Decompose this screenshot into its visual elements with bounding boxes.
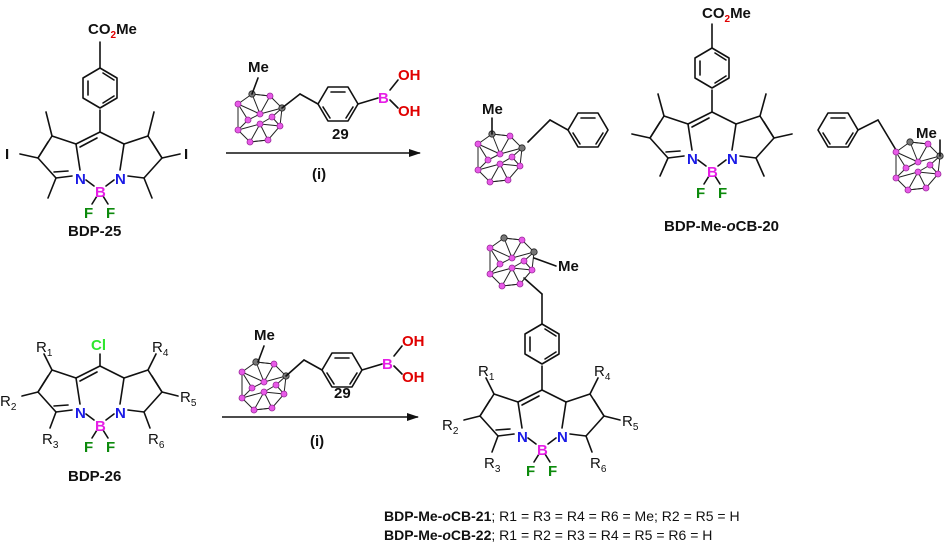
nitrogen-right-label: N: [115, 171, 126, 188]
nitrogen-right-label: N: [557, 429, 568, 446]
reagent-29-structure-top: Me B OH OH: [234, 59, 421, 146]
bdp-26-label: BDP-26: [68, 468, 121, 485]
methyl-label: Me: [248, 59, 269, 76]
nitrogen-right-label: N: [115, 405, 126, 422]
iodine-right-label: I: [184, 146, 188, 163]
r5-label: R5: [622, 413, 639, 433]
r6-label: R6: [590, 455, 607, 475]
product-21-22-structure: N N B F F R1 R2 R3 R4 R5 R6: [442, 277, 639, 480]
fluorine-right-label: F: [548, 463, 557, 480]
boronic-boron-label: B: [382, 356, 393, 373]
hydroxyl-label-1: OH: [402, 333, 425, 350]
fluorine-right-label: F: [106, 205, 115, 222]
hydroxyl-label-2: OH: [398, 103, 421, 120]
bdp-25-label: BDP-25: [68, 223, 121, 240]
chlorine-label: Cl: [91, 337, 106, 354]
condition-label-2: (i): [310, 433, 324, 450]
iodine-left-label: I: [5, 146, 9, 163]
boron-label: B: [537, 442, 548, 459]
footer-line-1: BDP-Me-oCB-21; R1 = R3 = R4 = R6 = Me; R…: [384, 508, 740, 524]
reagent-29-label-top: 29: [332, 126, 349, 143]
nitrogen-left-label: N: [75, 171, 86, 188]
boron-label: B: [95, 184, 106, 201]
boronic-boron-label: B: [378, 90, 389, 107]
r3-label: R3: [42, 431, 59, 451]
bdp-26-structure: Cl N N B F F R1 R2 R3 R4 R5 R6: [0, 337, 197, 456]
r6-label: R6: [148, 431, 165, 451]
r2-label: R2: [0, 393, 17, 413]
methyl-label: Me: [254, 327, 275, 344]
r2-label: R2: [442, 417, 459, 437]
hydroxyl-label-1: OH: [398, 67, 421, 84]
boron-label: B: [707, 164, 718, 181]
fluorine-left-label: F: [696, 185, 705, 202]
bdp-25-structure: I I N N B F F CO2Me: [5, 21, 188, 222]
fluorine-left-label: F: [84, 205, 93, 222]
nitrogen-left-label: N: [517, 429, 528, 446]
ester-label: CO2Me: [702, 5, 751, 25]
fluorine-left-label: F: [84, 439, 93, 456]
nitrogen-left-label: N: [687, 151, 698, 168]
fluorine-right-label: F: [718, 185, 727, 202]
r4-label: R4: [152, 339, 169, 359]
r1-label: R1: [36, 339, 53, 359]
r5-label: R5: [180, 389, 197, 409]
fluorine-left-label: F: [526, 463, 535, 480]
reagent-29-label-bottom: 29: [334, 385, 351, 402]
fluorine-right-label: F: [106, 439, 115, 456]
r3-label: R3: [484, 455, 501, 475]
ester-label: CO2Me: [88, 21, 137, 41]
hydroxyl-label-2: OH: [402, 369, 425, 386]
r1-label: R1: [478, 363, 495, 383]
methyl-label-product: Me: [558, 258, 579, 275]
methyl-label-left: Me: [482, 101, 503, 118]
r4-label: R4: [594, 363, 611, 383]
footer-line-2: BDP-Me-oCB-22; R1 = R2 = R3 = R4 = R5 = …: [384, 527, 712, 543]
boron-label: B: [95, 418, 106, 435]
product-20-structure: CO2Me N N B F F: [631, 5, 793, 202]
reagent-29-structure-bottom: Me B OH OH: [238, 327, 425, 414]
methyl-label-right: Me: [916, 125, 937, 142]
nitrogen-right-label: N: [727, 151, 738, 168]
product-20-label: BDP-Me-oCB-20: [664, 218, 779, 235]
nitrogen-left-label: N: [75, 405, 86, 422]
condition-label-1: (i): [312, 166, 326, 183]
